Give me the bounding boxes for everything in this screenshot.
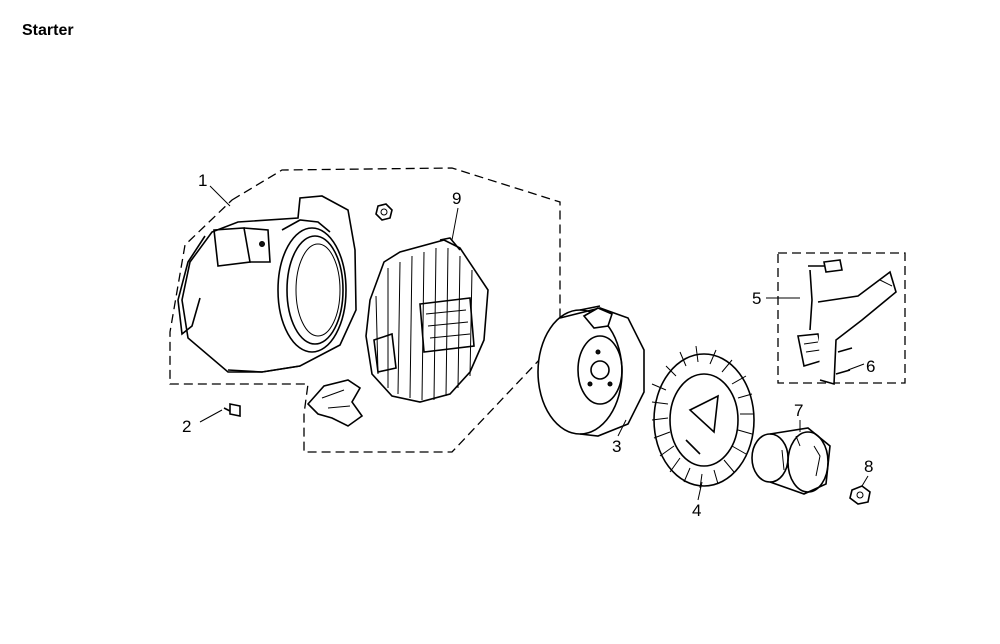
callout-5: 5 [752, 289, 761, 308]
callout-4: 4 [692, 501, 701, 520]
cooling-fan [651, 345, 755, 489]
bolt [223, 403, 241, 417]
callout-9: 9 [452, 189, 461, 208]
ignition-coil [797, 259, 897, 386]
screws [835, 347, 853, 375]
flywheel-nut [849, 485, 871, 505]
callout-1: 1 [198, 171, 207, 190]
callout-2: 2 [182, 417, 191, 436]
fan-housing [177, 195, 357, 373]
coil-group-boundary-dashed [777, 252, 906, 384]
recoil-starter [306, 237, 489, 427]
starter-cup [751, 427, 831, 495]
flywheel [537, 305, 645, 437]
callout-3: 3 [612, 437, 621, 456]
callout-7: 7 [794, 401, 803, 420]
group-boundary-dashed [169, 167, 561, 453]
nut-top [375, 203, 393, 221]
callout-6: 6 [866, 357, 875, 376]
page-title: Starter [22, 22, 74, 39]
leader-lines [199, 185, 869, 501]
callout-8: 8 [864, 457, 873, 476]
